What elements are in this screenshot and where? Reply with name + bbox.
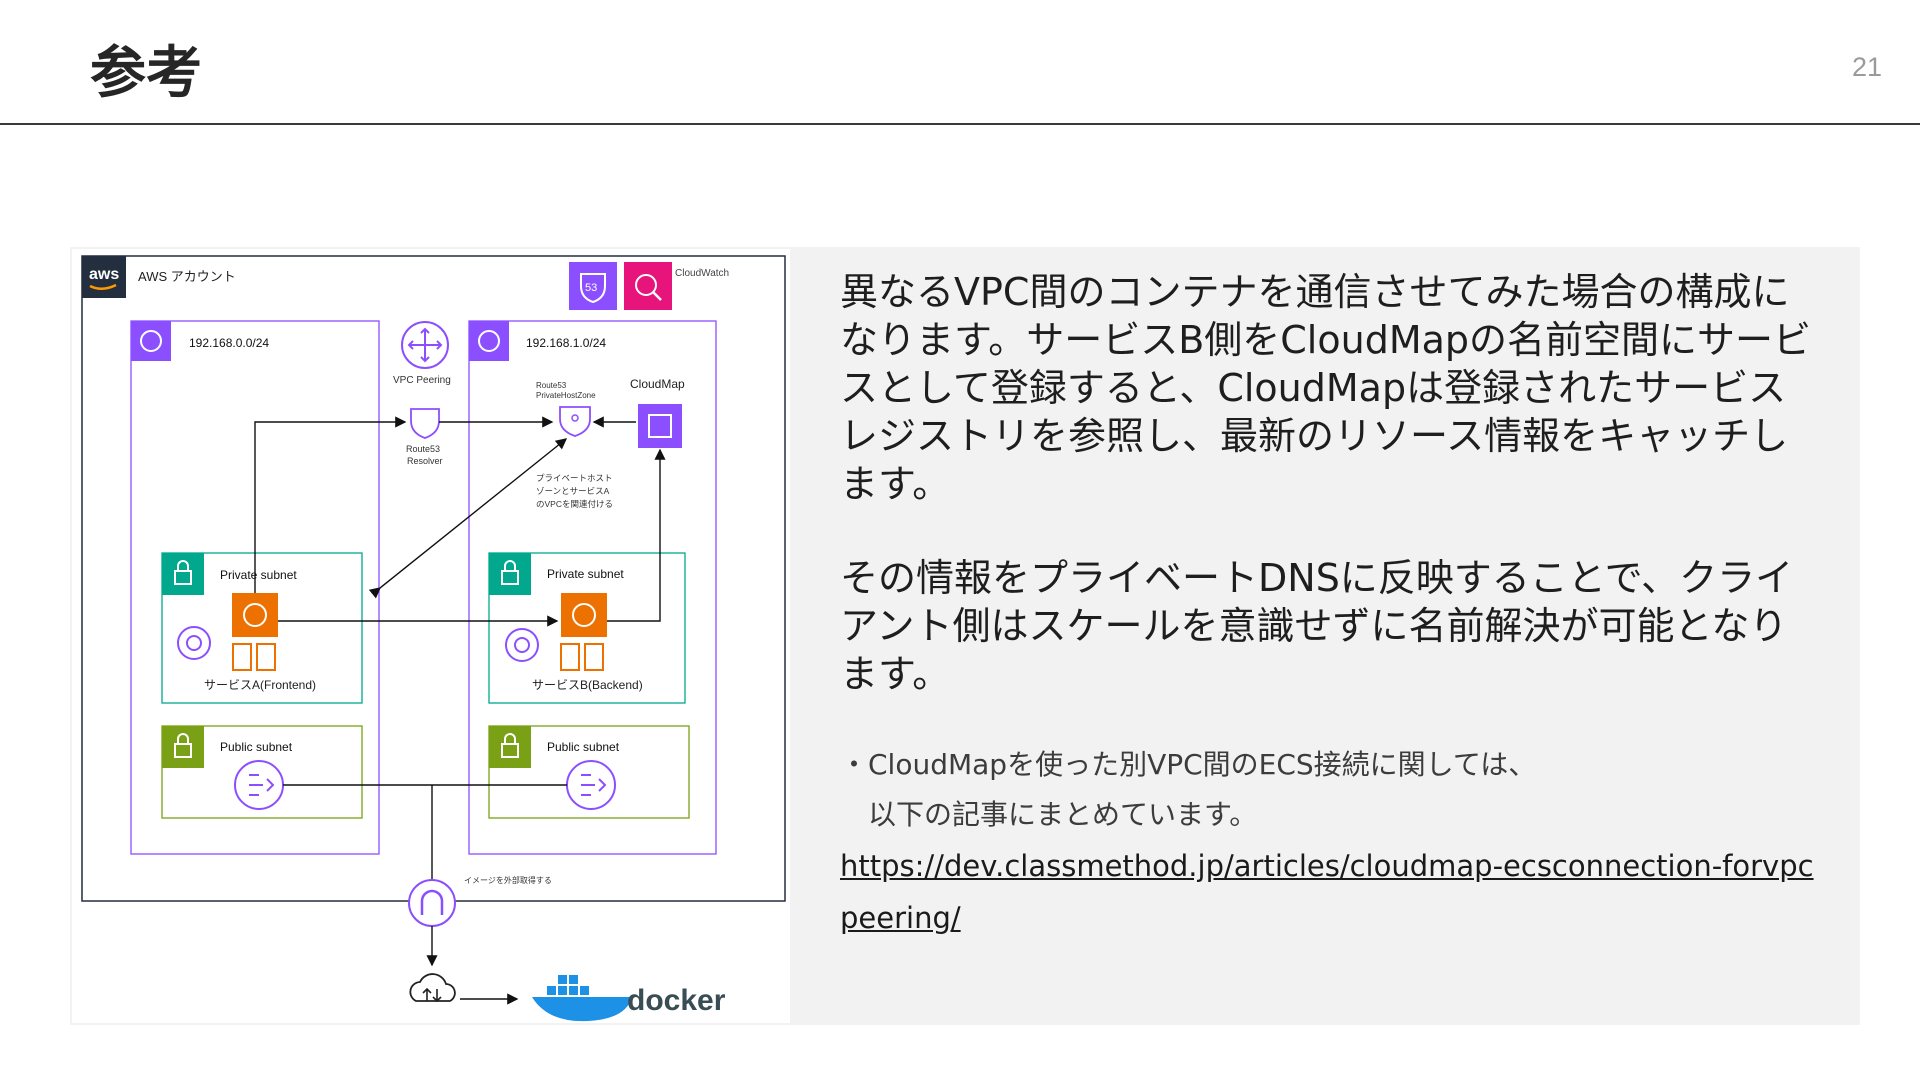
service-b-label: サービスB(Backend) (532, 678, 643, 692)
vpc-peering-label: VPC Peering (393, 375, 451, 386)
task-icon (560, 643, 580, 671)
docker-logo-text: docker (627, 984, 726, 1017)
private-subnet-left (161, 552, 363, 704)
svg-text:Public subnet: Public subnet (547, 740, 620, 754)
aws-account-label: AWS アカウント (138, 269, 236, 284)
note-line-2: 以下の記事にまとめています。 (868, 798, 1258, 831)
endpoint-icon (177, 626, 211, 660)
reference-note: ・CloudMapを使った別VPC間のECS接続に関しては、 以下の記事にまとめ… (840, 740, 1820, 840)
task-icon (584, 643, 604, 671)
description-paragraph-1: 異なるVPC間のコンテナを通信させてみた場合の構成になります。サービスB側をCl… (840, 270, 1812, 506)
private-subnet-right (488, 552, 686, 704)
vpc-right-cidr: 192.168.1.0/24 (526, 336, 606, 350)
header-divider (0, 123, 1920, 125)
task-icon (256, 643, 276, 671)
slide-title: 参考 (90, 41, 202, 106)
lock-icon (162, 726, 204, 768)
docker-whale-icon (532, 997, 632, 1022)
ecs-service-a-icon (232, 593, 278, 637)
svg-text:53: 53 (585, 282, 597, 294)
svg-text:ゾーンとサービスA: ゾーンとサービスA (536, 486, 610, 496)
svg-text:のVPCを関連付ける: のVPCを関連付ける (536, 499, 613, 509)
internet-gateway-icon (408, 879, 456, 927)
svg-text:Private subnet: Private subnet (547, 567, 624, 581)
svg-text:Private subnet: Private subnet (220, 568, 297, 582)
aws-logo-text: aws (89, 266, 119, 283)
external-image-label: イメージを外部取得する (464, 875, 552, 885)
description-area: 異なるVPC間のコンテナを通信させてみた場合の構成になります。サービスB側をCl… (840, 268, 1820, 944)
cloudwatch-label: CloudWatch (675, 268, 729, 279)
endpoint-icon (505, 628, 539, 662)
lock-icon (162, 553, 204, 595)
svg-text:Route53: Route53 (406, 444, 440, 454)
public-subnet-right (488, 725, 690, 819)
svg-text:Public subnet: Public subnet (220, 740, 293, 754)
svg-text:Route53: Route53 (536, 381, 567, 390)
ecs-service-b-icon (561, 593, 607, 637)
page-number: 21 (1851, 52, 1882, 82)
service-a-label: サービスA(Frontend) (204, 678, 316, 692)
public-subnet-left (161, 725, 363, 819)
vpc-left-icon (131, 321, 171, 361)
cloudmap-icon (638, 404, 682, 448)
task-icon (232, 643, 252, 671)
svg-text:プライベートホスト: プライベートホスト (536, 473, 613, 483)
article-link[interactable]: https://dev.classmethod.jp/articles/clou… (840, 849, 1814, 935)
description-paragraph-2: その情報をプライベートDNSに反映することで、クライアント側はスケールを意識せず… (840, 556, 1794, 696)
lock-icon (489, 553, 531, 595)
aws-logo-icon (82, 256, 126, 298)
cloudwatch-icon (624, 262, 672, 310)
vpc-left-cidr: 192.168.0.0/24 (189, 336, 269, 350)
route53-resolver-icon (410, 408, 440, 439)
svg-text:Resolver: Resolver (407, 456, 443, 466)
lock-icon (489, 726, 531, 768)
note-line-1: ・CloudMapを使った別VPC間のECS接続に関しては、 (840, 748, 1537, 781)
internet-cloud-icon (409, 973, 456, 1002)
cloudmap-label: CloudMap (630, 377, 685, 391)
vpc-right-icon (469, 321, 509, 361)
svg-text:PrivateHostZone: PrivateHostZone (536, 391, 596, 400)
architecture-diagram: aws AWS アカウント 53 CloudWatch 192.168.0.0/… (72, 249, 790, 1023)
